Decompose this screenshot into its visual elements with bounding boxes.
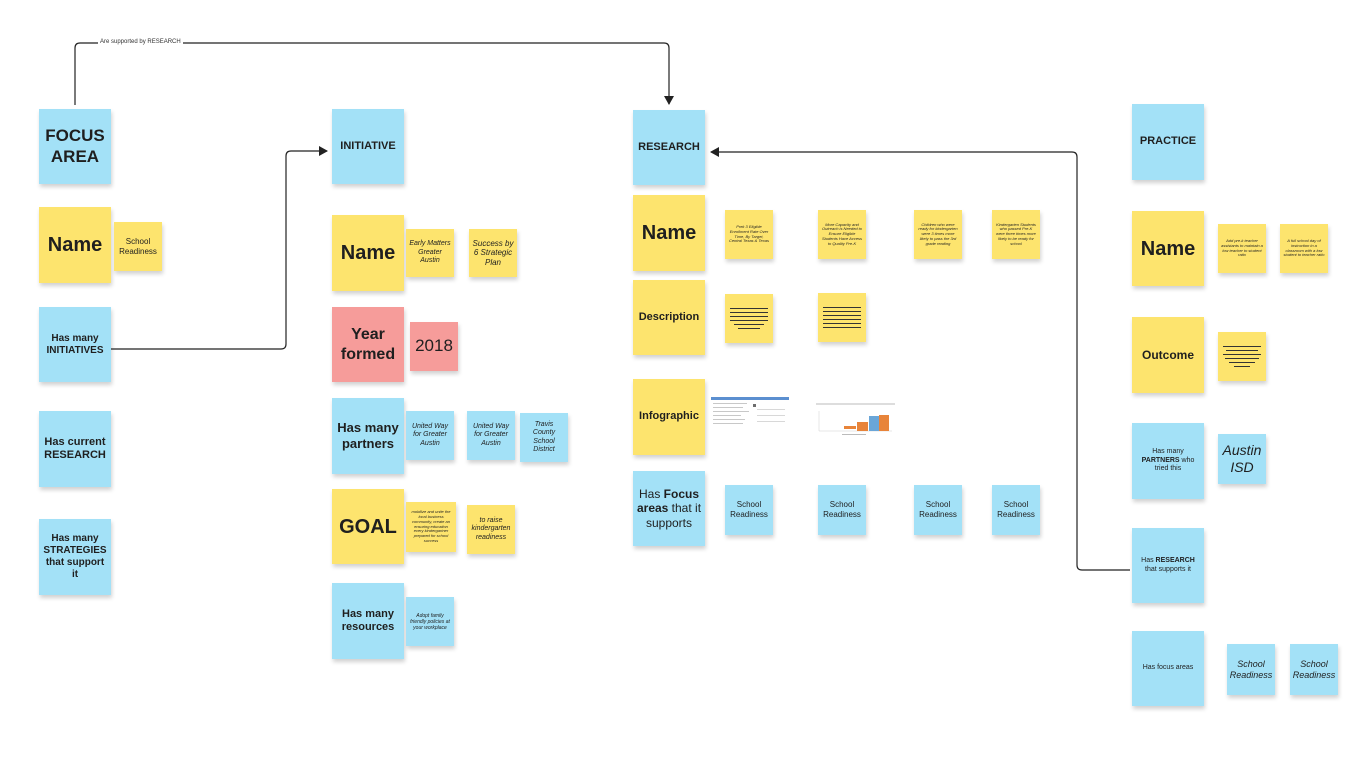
practice-partners-label[interactable]: Has many PARTNERS who tried this [1132,423,1204,499]
practice-outcome-label[interactable]: Outcome [1132,317,1204,393]
initiative-year-label[interactable]: Year formed [332,307,404,382]
connector-practice-to-research [710,147,1130,571]
practice-partners-label-text: Has many PARTNERS who tried this [1141,448,1195,473]
research-name-2[interactable]: More Capacity and Outreach is Needed to … [818,210,866,259]
text-lines-icon [1223,346,1261,367]
initiative-goal-label[interactable]: GOAL [332,489,404,564]
text-lines-icon [730,308,768,329]
focus-area-name-label[interactable]: Name [39,207,111,283]
infographic-bar-chart-icon [816,403,895,435]
focus-area-name-value[interactable]: School Readiness [114,222,162,271]
initiative-name-label[interactable]: Name [332,215,404,291]
focus-area-header[interactable]: FOCUS AREA [39,109,111,184]
practice-name-2[interactable]: A full school day of instruction in a cl… [1280,224,1328,273]
initiative-partner-3[interactable]: Travis County School District [520,413,568,462]
research-description-1[interactable] [725,294,773,343]
initiatives-label-line-2: INITIATIVES [46,344,104,356]
research-focus-area-2[interactable]: School Readiness [818,485,866,535]
connector-label: Are supported by RESEARCH [98,39,183,45]
practice-name-label[interactable]: Name [1132,211,1204,286]
practice-focus-label[interactable]: Has focus areas [1132,631,1204,706]
initiative-goal-2[interactable]: to raise kindergarten readiness [467,505,515,554]
practice-focus-area-1[interactable]: School Readiness [1227,644,1275,695]
text-lines-icon [823,307,861,328]
initiative-year-value[interactable]: 2018 [410,322,458,371]
research-focus-label[interactable]: Has Focus areas that it supports [633,471,705,546]
practice-focus-area-2[interactable]: School Readiness [1290,644,1338,695]
infographic-thumbnail-1[interactable] [711,397,789,429]
initiatives-label-line-1: Has many [51,332,99,344]
practice-name-1[interactable]: Add pre-k teacher assistants to maintain… [1218,224,1266,273]
research-header[interactable]: RESEARCH [633,110,705,185]
initiative-partners-label[interactable]: Has many partners [332,398,404,474]
research-description-2[interactable] [818,293,866,342]
focus-area-initiatives-label[interactable]: Has many INITIATIVES [39,307,111,382]
practice-research-label-text: Has RESEARCH that supports it [1141,557,1195,573]
focus-area-research-label[interactable]: Has current RESEARCH [39,411,111,487]
research-name-4[interactable]: Kindergarten Students who passed Pre-K w… [992,210,1040,259]
initiative-resources-label[interactable]: Has many resources [332,583,404,659]
practice-research-label[interactable]: Has RESEARCH that supports it [1132,528,1204,603]
initiative-name-2[interactable]: Success by 6 Strategic Plan [469,229,517,277]
research-name-1[interactable]: Prek 3 Eligible Enrollment Rate Over Tim… [725,210,773,259]
focus-area-strategies-label[interactable]: Has many STRATEGIES that support it [39,519,111,595]
initiative-resource-1[interactable]: Adopt family friendly policies at your w… [406,597,454,646]
connector-initiatives-to-initiative [111,146,328,350]
initiative-name-1[interactable]: Early Matters Greater Austin [406,229,454,277]
initiative-partner-2[interactable]: United Way for Greater Austin [467,411,515,460]
research-focus-label-text: Has Focus areas that it supports [636,486,702,530]
initiative-goal-1[interactable]: mobilize and unite the local business co… [406,502,456,552]
research-focus-area-4[interactable]: School Readiness [992,485,1040,535]
practice-partner-1[interactable]: Austin ISD [1218,434,1266,484]
research-name-label[interactable]: Name [633,195,705,271]
infographic-table-icon [711,397,789,424]
practice-outcome-1[interactable] [1218,332,1266,381]
practice-header[interactable]: PRACTICE [1132,104,1204,180]
research-focus-area-3[interactable]: School Readiness [914,485,962,535]
initiative-partner-1[interactable]: United Way for Greater Austin [406,411,454,460]
research-description-label[interactable]: Description [633,280,705,355]
research-focus-area-1[interactable]: School Readiness [725,485,773,535]
research-infographic-label[interactable]: Infographic [633,379,705,455]
connector-focus-to-research [74,42,674,105]
initiative-header[interactable]: INITIATIVE [332,109,404,184]
infographic-thumbnail-2[interactable] [816,403,895,437]
research-name-3[interactable]: Children who were ready for kindergarten… [914,210,962,259]
